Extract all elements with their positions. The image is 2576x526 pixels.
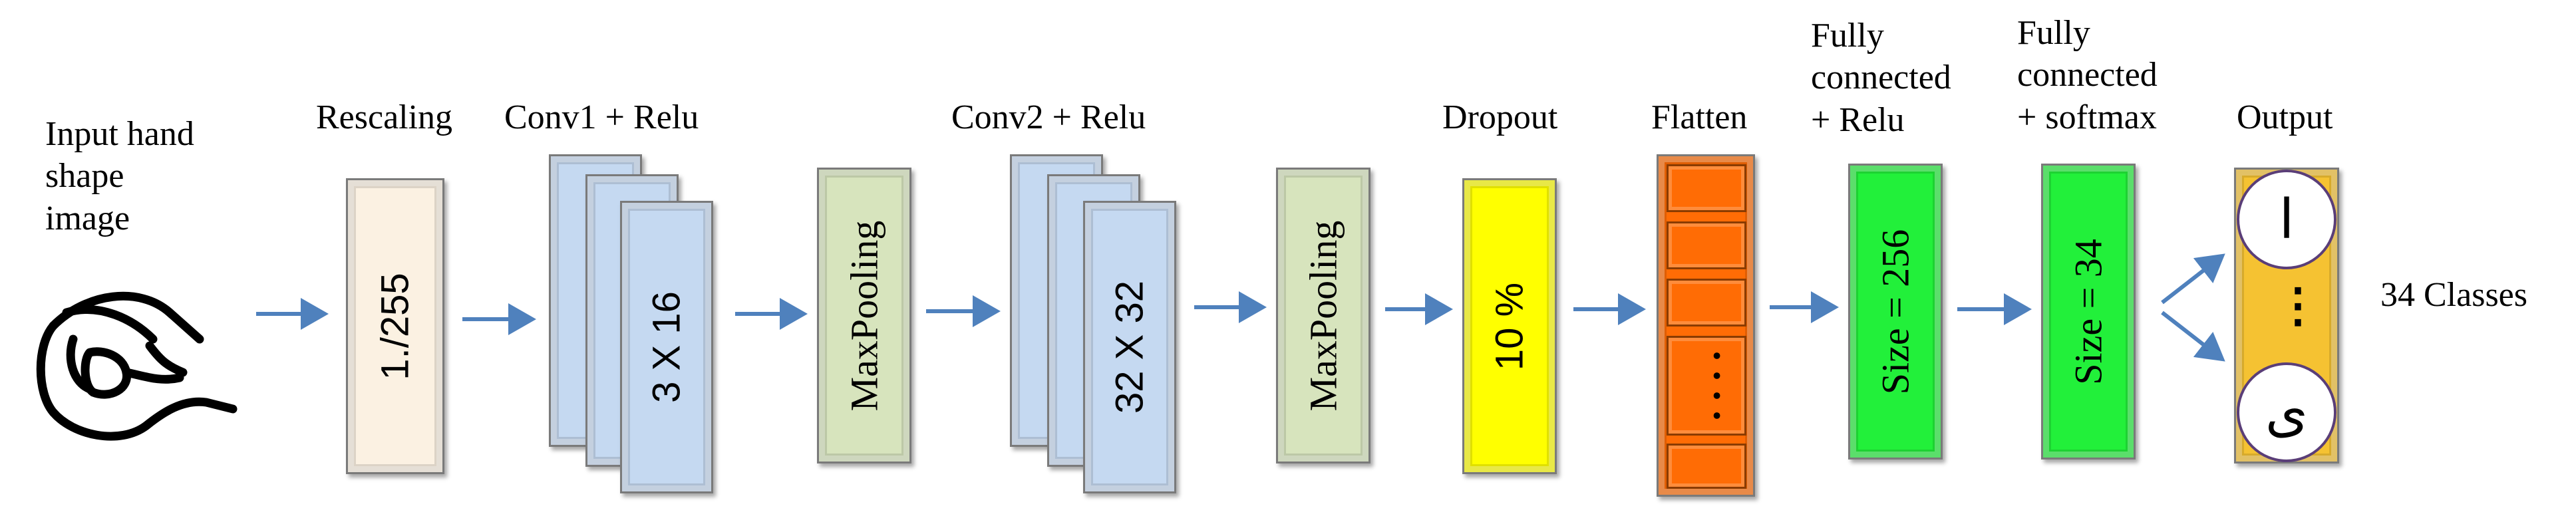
flatten-cell-1 xyxy=(1667,164,1746,212)
flatten-block: . . . . xyxy=(1657,154,1755,497)
dropout-label: Dropout xyxy=(1442,98,1558,136)
input-image-label: Input hand shape image xyxy=(45,115,194,237)
classes-label: 34 Classes xyxy=(2380,276,2527,314)
conv2-label: Conv2 + Relu xyxy=(951,98,1146,136)
conv2-layer-front: 32 X 32 xyxy=(1083,201,1176,493)
arrow-fc2-output-up xyxy=(2161,253,2225,305)
fc1-block: Size = 256 xyxy=(1848,164,1943,460)
output-dots: ⋮ xyxy=(2275,281,2321,332)
fc2-block: Size = 34 xyxy=(2041,164,2136,460)
rescaling-block: 1./255 xyxy=(346,178,444,474)
output-first-class: ا xyxy=(2237,170,2336,269)
flatten-label: Flatten xyxy=(1651,98,1748,136)
flatten-cell-2 xyxy=(1667,221,1746,269)
flatten-cell-5 xyxy=(1667,444,1746,489)
output-label: Output xyxy=(2237,98,2333,136)
output-last-class: ی xyxy=(2237,362,2336,462)
rescaling-label: Rescaling xyxy=(316,98,453,136)
conv1-label: Conv1 + Relu xyxy=(504,98,699,136)
dropout-block: 10 % xyxy=(1462,178,1557,474)
maxpool2-block: MaxPooling xyxy=(1276,168,1370,463)
hand-shape-icon xyxy=(36,291,238,441)
flatten-cell-4: . . . . xyxy=(1667,336,1746,436)
maxpool1-block: MaxPooling xyxy=(817,168,911,463)
fc2-label: Fully connected + softmax xyxy=(2017,14,2158,136)
conv1-layer-front: 3 X 16 xyxy=(620,201,713,493)
fc1-label: Fully connected + Relu xyxy=(1811,17,1951,139)
flatten-cell-3 xyxy=(1667,279,1746,327)
arrow-fc2-output-down xyxy=(2161,311,2225,362)
